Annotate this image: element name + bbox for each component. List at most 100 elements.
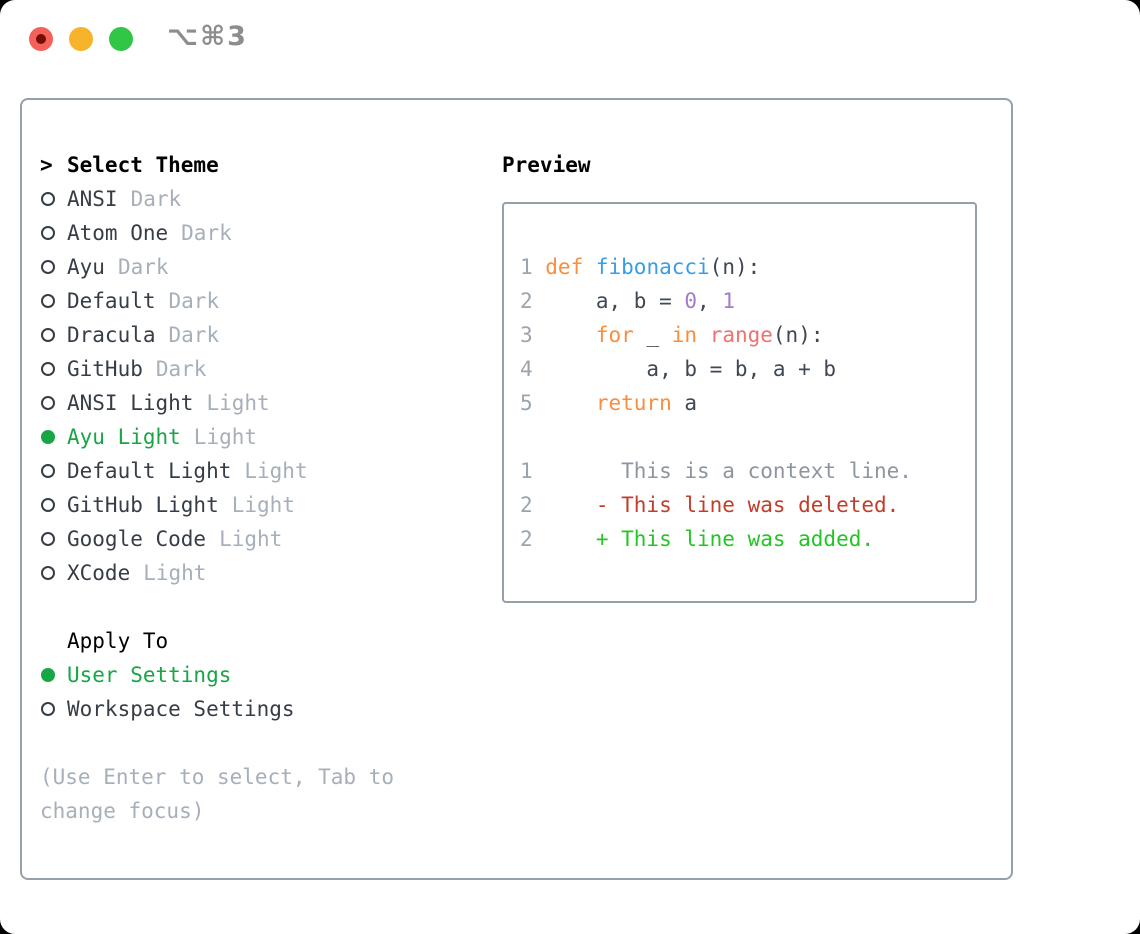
theme-option-xcode[interactable]: XCode Light: [40, 556, 440, 590]
apply-option-workspace-settings[interactable]: Workspace Settings: [40, 692, 440, 726]
theme-option-dracula[interactable]: Dracula Dark: [40, 318, 440, 352]
theme-variant-tag: Dark: [168, 289, 220, 313]
token-plain: ,: [697, 289, 723, 313]
marker: [40, 430, 67, 444]
theme-option-github-light[interactable]: GitHub Light Light: [40, 488, 440, 522]
radio-icon: [41, 362, 55, 376]
window-title: ⌥⌘3: [167, 21, 248, 52]
code-line: 5 return a: [520, 386, 975, 420]
token-plain: (n):: [772, 323, 824, 347]
zoom-button[interactable]: [109, 27, 133, 51]
theme-name: GitHub Light: [67, 493, 219, 517]
token-plain: [545, 323, 596, 347]
marker: [40, 566, 67, 580]
token-plain: (n):: [709, 255, 761, 279]
theme-variant-tag: Light: [206, 391, 270, 415]
spacer: [40, 590, 440, 624]
theme-variant-tag: Light: [143, 561, 207, 585]
marker: [40, 260, 67, 274]
token-plain: [545, 391, 596, 415]
apply-option-label: Workspace Settings: [67, 697, 295, 721]
line-number: 3: [520, 323, 533, 347]
marker: [40, 192, 67, 206]
radio-icon: [41, 498, 55, 512]
radio-icon: [41, 532, 55, 546]
token-added: + This line was added.: [545, 527, 875, 551]
theme-name: Default: [67, 289, 156, 313]
marker: [40, 396, 67, 410]
radio-selected-icon: [41, 668, 55, 682]
theme-name: XCode: [67, 561, 131, 585]
theme-option-google-code[interactable]: Google Code Light: [40, 522, 440, 556]
theme-variant-tag: Light: [231, 493, 295, 517]
radio-selected-icon: [41, 430, 55, 444]
token-plain: [583, 255, 596, 279]
theme-variant-tag: Light: [244, 459, 308, 483]
apply-to-title: Apply To: [67, 629, 169, 653]
select-theme-title: Select Theme: [67, 153, 219, 177]
select-theme-header: > Select Theme: [40, 148, 440, 182]
line-number: 2: [520, 527, 533, 551]
code-line: 3 for _ in range(n):: [520, 318, 975, 352]
token-plain: _: [633, 323, 672, 347]
theme-name: Dracula: [67, 323, 156, 347]
marker: [40, 328, 67, 342]
code-line: 4 a, b = b, a + b: [520, 352, 975, 386]
close-button[interactable]: [29, 27, 53, 51]
token-plain: a, b =: [545, 289, 685, 313]
token-deleted: - This line was deleted.: [545, 493, 900, 517]
theme-name: Google Code: [67, 527, 207, 551]
token-function: fibonacci: [595, 255, 710, 279]
token-keyword: def: [545, 255, 584, 279]
radio-icon: [41, 226, 55, 240]
token-keyword: return: [595, 391, 672, 415]
prompt-caret-icon: >: [40, 153, 53, 177]
theme-variant-tag: Dark: [130, 187, 182, 211]
theme-option-default-light[interactable]: Default Light Light: [40, 454, 440, 488]
radio-icon: [41, 328, 55, 342]
theme-option-default[interactable]: Default Dark: [40, 284, 440, 318]
hint-text: (Use Enter to select, Tab to change focu…: [40, 765, 395, 823]
marker: [40, 226, 67, 240]
theme-name: Default Light: [67, 459, 232, 483]
theme-variant-tag: Dark: [117, 255, 169, 279]
token-plain: [697, 323, 710, 347]
line-number: 2: [520, 493, 533, 517]
radio-icon: [41, 566, 55, 580]
line-number: 5: [520, 391, 533, 415]
radio-icon: [41, 396, 55, 410]
apply-option-user-settings[interactable]: User Settings: [40, 658, 440, 692]
theme-variant-tag: Dark: [168, 323, 220, 347]
marker: [40, 362, 67, 376]
line-number: 4: [520, 357, 533, 381]
token-number: 1: [722, 289, 735, 313]
marker: [40, 294, 67, 308]
theme-name: Ayu Light: [67, 425, 181, 449]
close-indicator-dot: [36, 34, 46, 44]
theme-variant-tag: Light: [219, 527, 283, 551]
marker: [40, 668, 67, 682]
token-number: 0: [684, 289, 698, 313]
minimize-button[interactable]: [69, 27, 93, 51]
token-builtin: range: [709, 323, 773, 347]
radio-icon: [41, 294, 55, 308]
radio-icon: [41, 702, 55, 716]
line-number: 1: [520, 459, 533, 483]
radio-icon: [41, 192, 55, 206]
radio-icon: [41, 464, 55, 478]
code-line: [520, 420, 975, 454]
theme-name: Atom One: [67, 221, 169, 245]
code-line: 1 This is a context line.: [520, 454, 975, 488]
theme-name: GitHub: [67, 357, 143, 381]
